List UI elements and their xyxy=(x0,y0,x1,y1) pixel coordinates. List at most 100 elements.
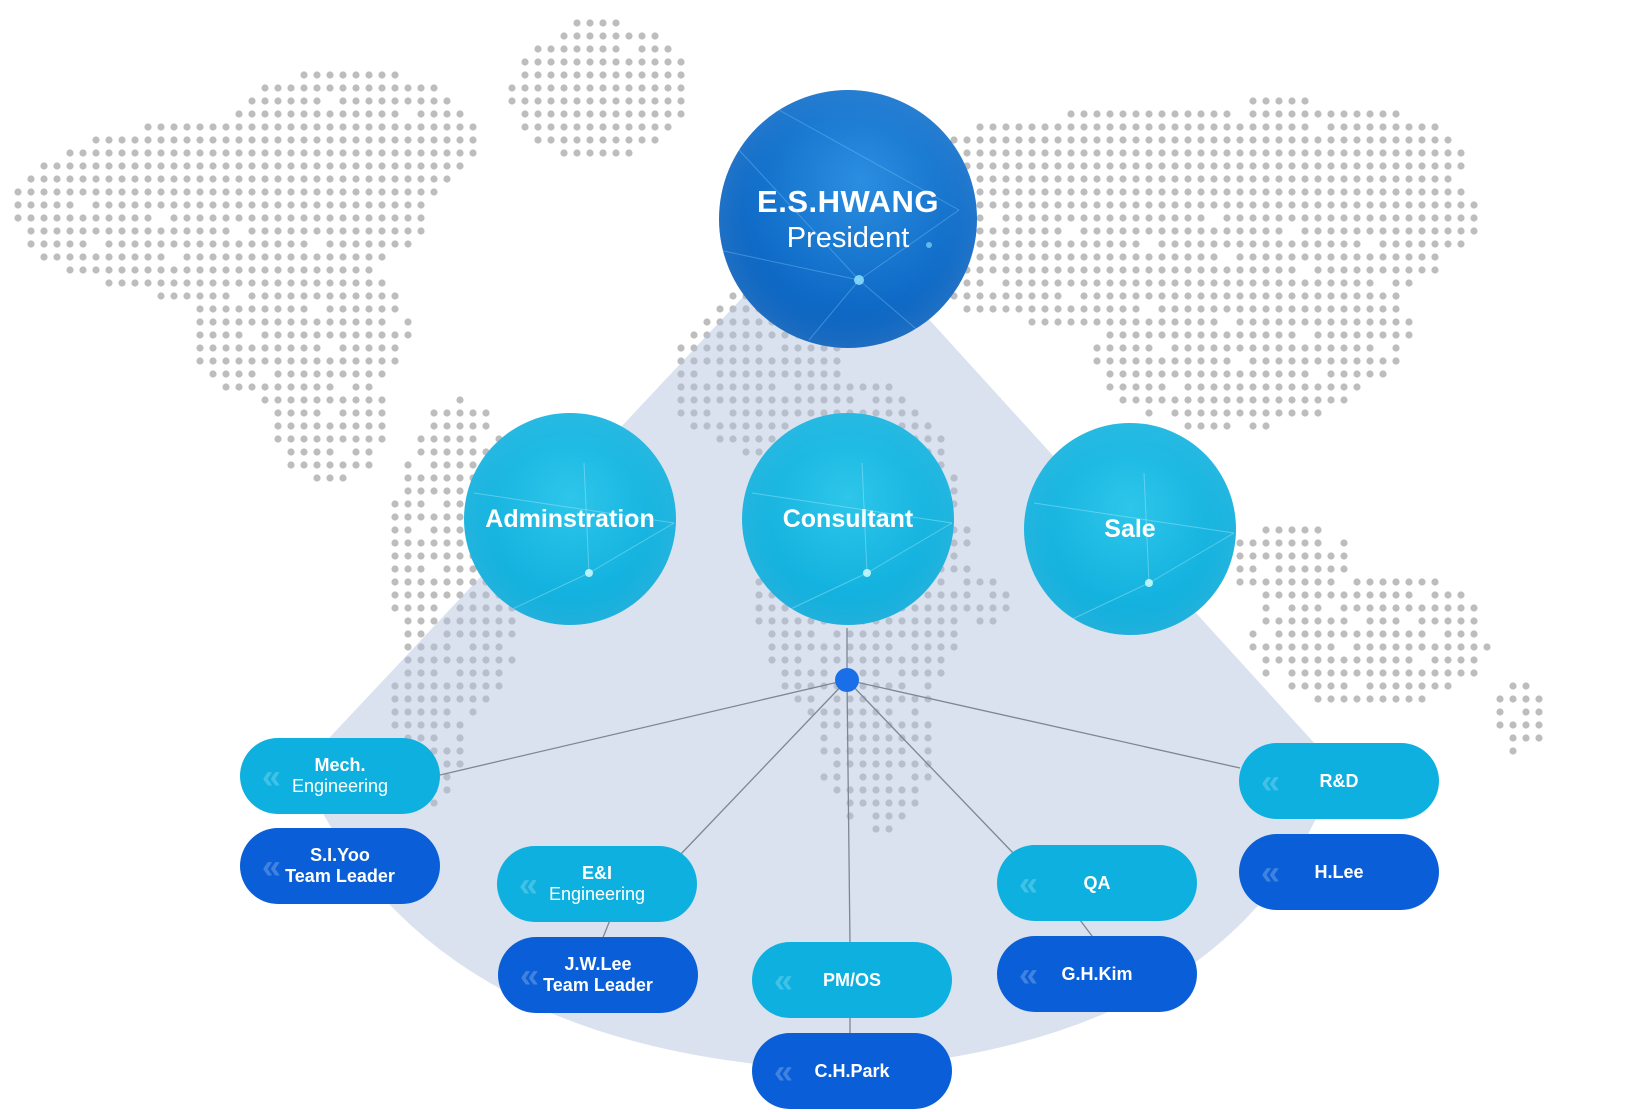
map-dot xyxy=(560,58,568,66)
map-dot xyxy=(235,175,243,183)
map-dot xyxy=(1145,383,1153,391)
map-dot xyxy=(703,422,711,430)
map-dot xyxy=(1340,162,1348,170)
map-dot xyxy=(625,97,633,105)
map-dot xyxy=(664,71,672,79)
map-dot xyxy=(261,396,269,404)
map-dot xyxy=(235,240,243,248)
map-dot xyxy=(1210,201,1218,209)
map-dot xyxy=(625,123,633,131)
map-dot xyxy=(300,279,308,287)
map-dot xyxy=(1262,240,1270,248)
map-dot xyxy=(1184,227,1192,235)
map-dot xyxy=(1288,318,1296,326)
map-dot xyxy=(612,136,620,144)
map-dot xyxy=(144,201,152,209)
map-dot xyxy=(820,643,828,651)
map-dot xyxy=(1405,630,1413,638)
map-dot xyxy=(1405,253,1413,261)
map-dot xyxy=(1054,123,1062,131)
map-dot xyxy=(963,526,971,534)
map-dot xyxy=(833,383,841,391)
map-dot xyxy=(1028,149,1036,157)
map-dot xyxy=(612,123,620,131)
map-dot xyxy=(287,97,295,105)
map-dot xyxy=(287,266,295,274)
map-dot xyxy=(1301,318,1309,326)
map-dot xyxy=(1314,292,1322,300)
map-dot xyxy=(1288,136,1296,144)
map-dot xyxy=(950,643,958,651)
map-dot xyxy=(573,45,581,53)
map-dot xyxy=(456,565,464,573)
map-dot xyxy=(131,188,139,196)
map-dot xyxy=(391,162,399,170)
map-dot xyxy=(547,45,555,53)
map-dot xyxy=(482,409,490,417)
map-dot xyxy=(248,136,256,144)
map-dot xyxy=(833,357,841,365)
map-dot xyxy=(92,214,100,222)
map-dot xyxy=(1184,240,1192,248)
map-dot xyxy=(378,162,386,170)
map-dot xyxy=(157,227,165,235)
map-dot xyxy=(807,669,815,677)
map-dot xyxy=(404,461,412,469)
map-dot xyxy=(586,84,594,92)
map-dot xyxy=(1392,617,1400,625)
map-dot xyxy=(326,227,334,235)
map-dot xyxy=(1054,214,1062,222)
map-dot xyxy=(209,149,217,157)
map-dot xyxy=(1444,682,1452,690)
map-dot xyxy=(1002,214,1010,222)
map-dot xyxy=(625,58,633,66)
map-dot xyxy=(976,175,984,183)
map-dot xyxy=(1275,565,1283,573)
map-dot xyxy=(1340,695,1348,703)
map-dot xyxy=(898,669,906,677)
map-dot xyxy=(1262,292,1270,300)
map-dot xyxy=(157,162,165,170)
map-dot xyxy=(1392,227,1400,235)
map-dot xyxy=(209,305,217,313)
map-dot xyxy=(1470,643,1478,651)
map-dot xyxy=(326,188,334,196)
map-dot xyxy=(1353,227,1361,235)
map-dot xyxy=(1028,136,1036,144)
map-dot xyxy=(417,474,425,482)
map-dot xyxy=(209,201,217,209)
map-dot xyxy=(989,305,997,313)
map-dot xyxy=(391,331,399,339)
map-dot xyxy=(456,162,464,170)
map-dot xyxy=(1132,227,1140,235)
map-dot xyxy=(1145,266,1153,274)
map-dot xyxy=(313,97,321,105)
map-dot xyxy=(1119,383,1127,391)
map-dot xyxy=(326,448,334,456)
map-dot xyxy=(911,643,919,651)
map-dot xyxy=(1275,344,1283,352)
map-dot xyxy=(1392,149,1400,157)
map-dot xyxy=(352,162,360,170)
map-dot xyxy=(1145,253,1153,261)
map-dot xyxy=(443,110,451,118)
map-dot xyxy=(261,253,269,261)
map-dot xyxy=(1288,552,1296,560)
map-dot xyxy=(196,292,204,300)
map-dot xyxy=(1106,123,1114,131)
map-dot xyxy=(430,175,438,183)
map-dot xyxy=(1184,331,1192,339)
map-dot xyxy=(989,123,997,131)
map-dot xyxy=(768,331,776,339)
map-dot xyxy=(651,84,659,92)
map-dot xyxy=(1392,357,1400,365)
map-dot xyxy=(794,357,802,365)
map-dot xyxy=(1418,266,1426,274)
map-dot xyxy=(482,682,490,690)
map-dot xyxy=(1080,227,1088,235)
map-dot xyxy=(976,162,984,170)
map-dot xyxy=(1327,565,1335,573)
map-dot xyxy=(1470,227,1478,235)
map-dot xyxy=(456,656,464,664)
map-dot xyxy=(1275,578,1283,586)
